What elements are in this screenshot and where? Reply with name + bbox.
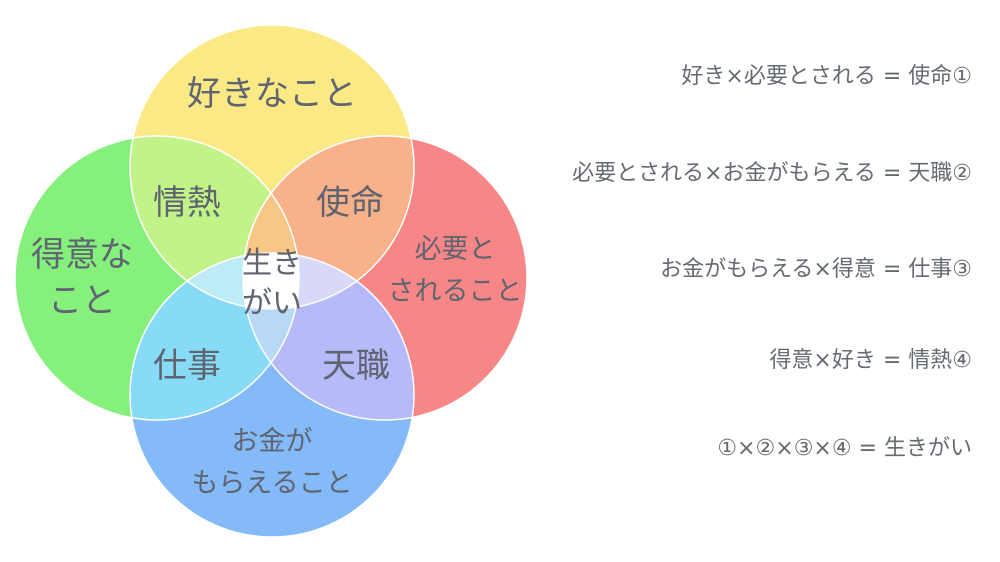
label-ikigai-1: 生き [242, 246, 302, 281]
equation-vocation: 必要とされる×お金がもらえる = 天職② [572, 161, 972, 186]
label-needed-1: 必要と [415, 234, 496, 265]
label-vocation: 天職 [322, 346, 390, 386]
equation-profession: お金がもらえる×得意 = 仕事③ [660, 257, 972, 282]
label-needed-2: されること [388, 276, 523, 307]
label-good-at-1: 得意な [31, 235, 133, 275]
equation-passion: 得意×好き = 情熱④ [769, 348, 972, 373]
equation-ikigai: ①×②×③×④ = 生きがい [717, 436, 972, 461]
label-like: 好きなこと [187, 74, 357, 114]
label-paid-1: お金が [232, 426, 313, 457]
label-mission: 使命 [316, 183, 384, 223]
label-profession: 仕事 [153, 346, 221, 386]
label-ikigai-2: がい [242, 286, 302, 321]
label-passion: 情熱 [153, 183, 221, 223]
equation-mission: 好き×必要とされる = 使命① [681, 64, 972, 89]
label-good-at-2: こと [48, 281, 116, 321]
label-paid-2: もらえること [191, 468, 352, 499]
